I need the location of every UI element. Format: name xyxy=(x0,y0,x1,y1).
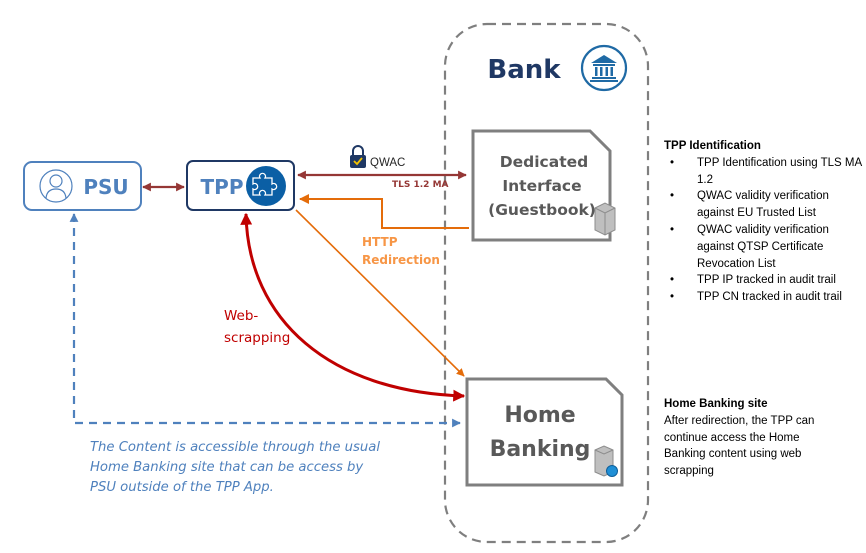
psu-label: PSU xyxy=(83,175,128,199)
web-scrapping-line-1: Web- xyxy=(224,308,258,324)
person-icon xyxy=(39,169,73,203)
tls-label: TLS 1.2 MA xyxy=(392,180,449,190)
bank-building-icon xyxy=(580,44,628,92)
psu-node[interactable]: PSU xyxy=(23,161,142,211)
home-banking-site-title: Home Banking site xyxy=(664,398,768,410)
tpp-identification-title: TPP Identification xyxy=(664,140,761,152)
tpp-identification-panel: TPP Identification TPP Identification us… xyxy=(664,138,864,306)
home-banking-site-body: After redirection, the TPP can continue … xyxy=(664,414,815,478)
tpp-label: TPP xyxy=(201,175,244,199)
dedicated-interface-line-3: (Guestbook) xyxy=(488,201,596,219)
dedicated-interface-line-2: Interface xyxy=(502,177,581,195)
home-banking-site-panel: Home Banking site After redirection, the… xyxy=(664,396,844,480)
http-redirection-line-2: Redirection xyxy=(362,253,440,267)
web-scrapping-line-2: scrapping xyxy=(224,330,290,346)
home-banking-line-1: Home xyxy=(504,403,575,428)
tpp-identification-list: TPP Identification using TLS MA 1.2 QWAC… xyxy=(664,155,864,306)
server-icon xyxy=(594,202,616,236)
tpp-node[interactable]: TPP xyxy=(186,160,295,211)
http-redirection-line-1: HTTP xyxy=(362,235,398,249)
list-item: TPP IP tracked in audit trail xyxy=(664,272,864,289)
list-item: TPP CN tracked in audit trail xyxy=(664,289,864,306)
bank-title: Bank xyxy=(487,55,561,85)
qwac-label: QWAC xyxy=(370,157,405,169)
edge-psu-home-banking xyxy=(69,213,461,428)
edge-web-scrapping xyxy=(240,212,466,402)
edge-http-redirect-back xyxy=(299,194,469,229)
web-server-icon xyxy=(594,445,618,477)
home-banking-access-note: The Content is accessible through the us… xyxy=(90,440,380,495)
puzzle-icon xyxy=(246,166,286,206)
list-item: TPP Identification using TLS MA 1.2 xyxy=(664,155,864,189)
home-banking-node[interactable]: Home Banking xyxy=(465,377,624,487)
padlock-icon xyxy=(350,145,366,168)
list-item: QWAC validity verification against QTSP … xyxy=(664,222,864,272)
dedicated-interface-line-1: Dedicated xyxy=(500,153,588,171)
list-item: QWAC validity verification against EU Tr… xyxy=(664,188,864,222)
home-banking-line-2: Banking xyxy=(490,437,591,462)
dedicated-interface-node[interactable]: Dedicated Interface (Guestbook) xyxy=(471,129,616,242)
